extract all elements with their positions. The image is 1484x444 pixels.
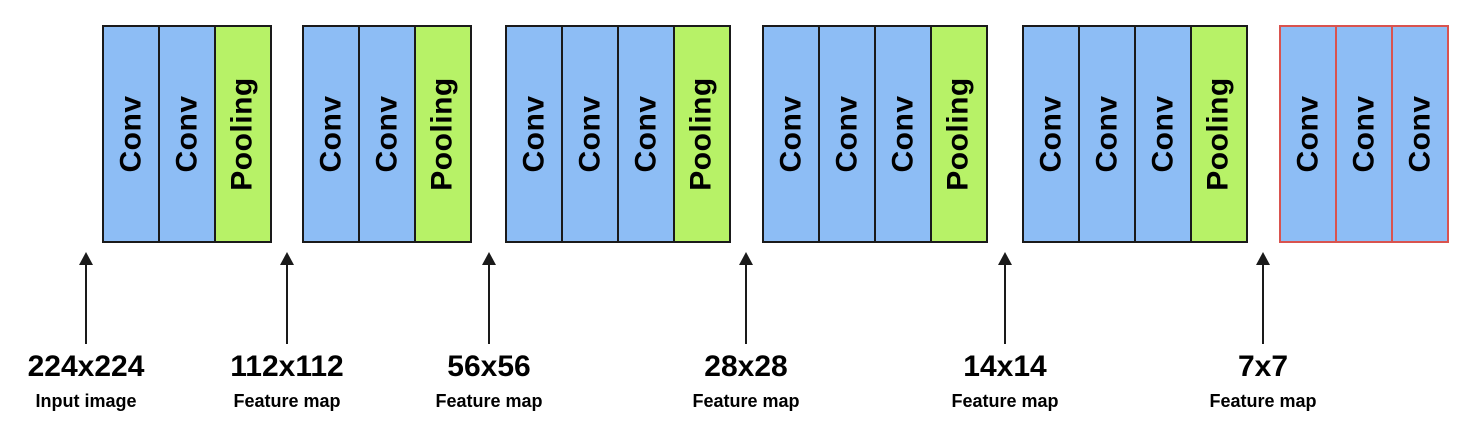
- layer-label: Conv: [370, 95, 403, 173]
- conv-layer: Conv: [505, 25, 563, 243]
- up-arrow-icon: [739, 252, 753, 344]
- conv-layer: Conv: [1391, 25, 1449, 243]
- conv-layer: Conv: [1134, 25, 1192, 243]
- pooling-layer: Pooling: [214, 25, 272, 243]
- layer-label: Conv: [1146, 95, 1179, 173]
- feature-map-size: 28x28: [704, 350, 788, 383]
- up-arrow-icon: [79, 252, 93, 344]
- pooling-layer: Pooling: [1190, 25, 1248, 243]
- up-arrow-icon: [998, 252, 1012, 344]
- feature-map-description: Feature map: [692, 391, 800, 411]
- layer-label: Conv: [629, 95, 662, 173]
- up-arrow-icon: [1256, 252, 1270, 344]
- conv-layer: Conv: [561, 25, 619, 243]
- layer-label: Conv: [573, 95, 606, 173]
- conv-layer: Conv: [1335, 25, 1393, 243]
- layer-label: Conv: [1034, 95, 1067, 173]
- feature-map-description: Feature map: [951, 391, 1059, 411]
- conv-layer: Conv: [1078, 25, 1136, 243]
- feature-map-size: 7x7: [1237, 350, 1289, 383]
- layer-label: Conv: [886, 95, 919, 173]
- up-arrow-icon: [280, 252, 294, 344]
- feature-map-description: Feature map: [435, 391, 543, 411]
- conv-block-2: Conv Conv Pooling: [302, 25, 472, 243]
- layer-label: Conv: [1090, 95, 1123, 173]
- conv-block-5: Conv Conv Conv Pooling: [1022, 25, 1248, 243]
- layer-label: Conv: [1403, 95, 1436, 173]
- layer-label: Conv: [1347, 95, 1380, 173]
- up-arrow-icon: [482, 252, 496, 344]
- layer-label: Conv: [114, 95, 147, 173]
- feature-map-description: Feature map: [1209, 391, 1317, 411]
- layer-label: Pooling: [942, 77, 976, 191]
- feature-map-description: Feature map: [233, 391, 341, 411]
- feature-map-description: Input image: [35, 391, 137, 411]
- conv-layer: Conv: [874, 25, 932, 243]
- conv-layer: Conv: [158, 25, 216, 243]
- layer-label: Pooling: [685, 77, 719, 191]
- conv-layer: Conv: [102, 25, 160, 243]
- final-conv-block: Conv Conv Conv: [1279, 25, 1449, 243]
- layer-label: Conv: [170, 95, 203, 173]
- conv-layer: Conv: [302, 25, 360, 243]
- conv-layer: Conv: [818, 25, 876, 243]
- layer-label: Pooling: [426, 77, 460, 191]
- layer-label: Pooling: [1202, 77, 1236, 191]
- pooling-layer: Pooling: [930, 25, 988, 243]
- conv-layer: Conv: [762, 25, 820, 243]
- feature-map-size: 224x224: [27, 350, 145, 383]
- layer-label: Conv: [1291, 95, 1324, 173]
- layer-label: Conv: [517, 95, 550, 173]
- conv-layer: Conv: [1279, 25, 1337, 243]
- conv-block-3: Conv Conv Conv Pooling: [505, 25, 731, 243]
- layer-label: Pooling: [226, 77, 260, 191]
- conv-layer: Conv: [358, 25, 416, 243]
- conv-block-4: Conv Conv Conv Pooling: [762, 25, 988, 243]
- pooling-layer: Pooling: [673, 25, 731, 243]
- conv-layer: Conv: [1022, 25, 1080, 243]
- layer-label: Conv: [774, 95, 807, 173]
- conv-block-1: Conv Conv Pooling: [102, 25, 272, 243]
- feature-map-size: 112x112: [230, 350, 344, 383]
- layer-label: Conv: [830, 95, 863, 173]
- feature-map-size: 14x14: [963, 350, 1047, 383]
- feature-map-size: 56x56: [447, 350, 531, 383]
- pooling-layer: Pooling: [414, 25, 472, 243]
- conv-layer: Conv: [617, 25, 675, 243]
- layer-label: Conv: [314, 95, 347, 173]
